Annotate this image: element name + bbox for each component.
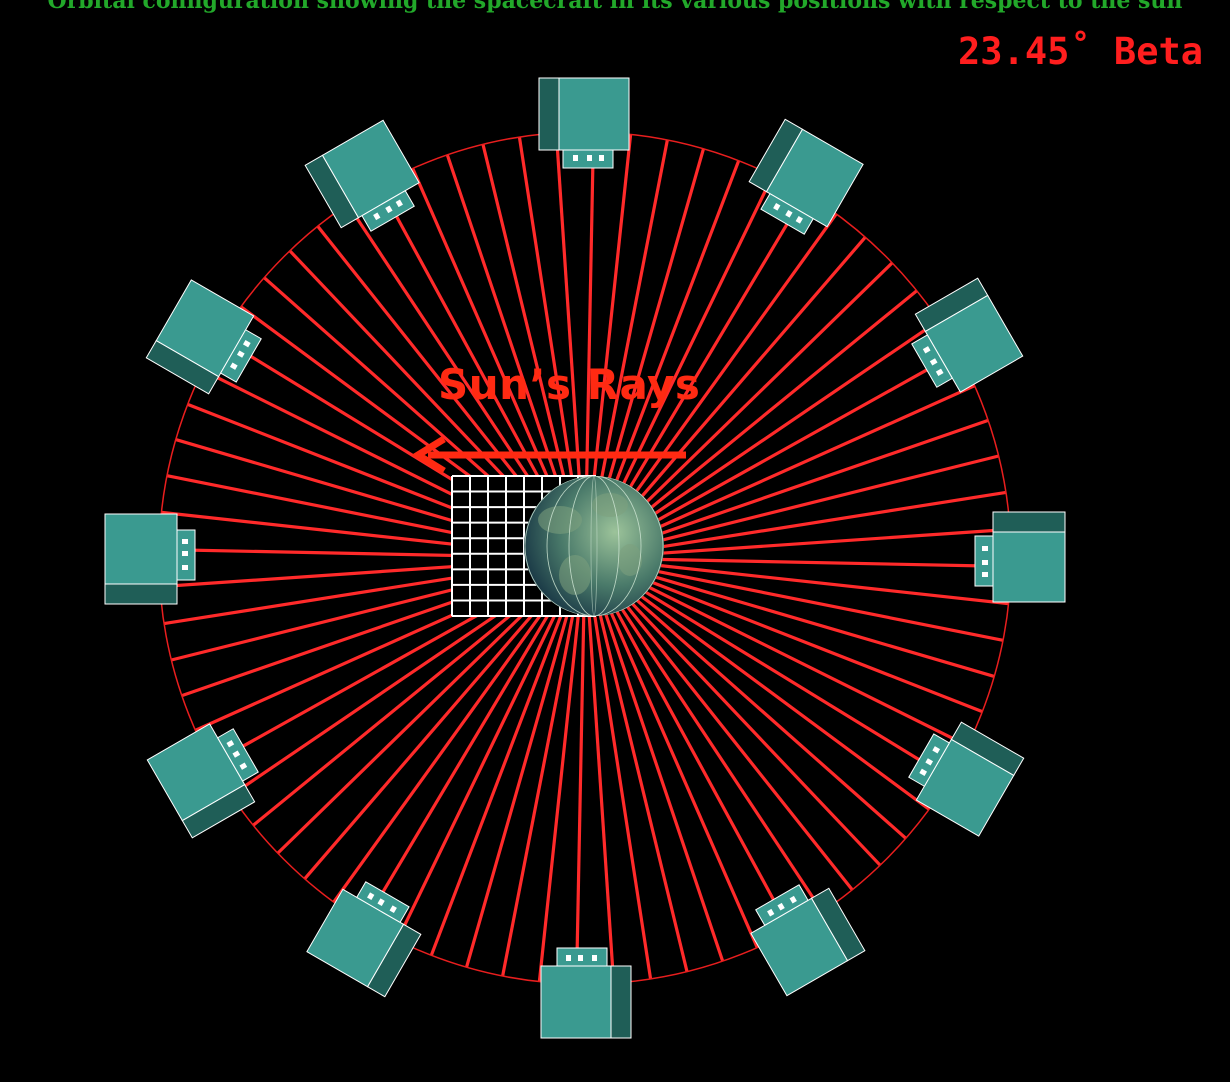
- spacecraft-icon: [540, 947, 632, 1039]
- spacecraft-icon: [145, 279, 262, 395]
- sun-ray-line: [597, 611, 689, 972]
- spacecraft-icon: [304, 119, 420, 232]
- sun-ray-line: [429, 608, 565, 956]
- sun-ray-line: [600, 148, 706, 506]
- sun-rays-arrow-icon: [411, 436, 686, 474]
- sun-ray-line: [276, 594, 543, 855]
- spacecraft-icon: [306, 881, 422, 998]
- sun-ray-line: [554, 132, 583, 504]
- sun-ray-line: [517, 136, 578, 504]
- sun-ray-line: [605, 160, 741, 508]
- sun-ray-line: [303, 598, 547, 880]
- sun-ray-line: [644, 490, 1007, 552]
- sun-ray-line: [641, 418, 989, 542]
- sun-ray-line: [629, 592, 907, 840]
- sun-ray-line: [363, 604, 556, 924]
- sun-ray-line: [617, 602, 824, 913]
- sun-ray-line: [630, 289, 918, 525]
- sun-ray-line: [623, 236, 867, 518]
- sun-ray-line: [574, 612, 586, 984]
- sun-ray-line: [592, 612, 653, 980]
- earth-meridian: [546, 476, 642, 616]
- sun-ray-line: [644, 562, 1009, 606]
- sun-ray-line: [619, 213, 838, 515]
- sun-ray-line: [621, 599, 854, 891]
- earth-icon: [524, 476, 664, 616]
- sun-ray-line: [636, 351, 959, 533]
- earth-meridian: [524, 476, 664, 616]
- spacecraft-group: [104, 77, 1066, 1039]
- sun-ray-line: [644, 557, 1011, 569]
- sun-ray-line: [627, 261, 894, 522]
- sun-ray-line: [378, 184, 558, 511]
- sun-ray-line: [639, 384, 976, 538]
- sun-ray-line: [642, 454, 999, 547]
- sun-ray-line: [640, 576, 983, 714]
- sun-ray-line: [607, 607, 759, 949]
- spacecraft-icon: [104, 513, 196, 605]
- top-caption: Orbital configuration showing the spacec…: [47, 0, 1183, 14]
- earth-land: [592, 493, 628, 517]
- earth-meridian: [568, 476, 620, 616]
- sun-ray-line: [612, 605, 792, 932]
- sun-ray-line: [332, 601, 551, 903]
- sun-ray-line: [288, 249, 545, 520]
- sun-ray-line: [464, 610, 570, 968]
- sun-ray-line: [644, 527, 1011, 556]
- sun-ray-line: [481, 144, 573, 505]
- sun-ray-line: [632, 589, 930, 811]
- sun-ray-line: [230, 587, 537, 797]
- spacecraft-icon: [908, 721, 1025, 837]
- sun-ray-line: [316, 225, 549, 517]
- sun-ray-line: [635, 585, 951, 780]
- sun-ray-line: [602, 609, 725, 962]
- sun-ray-line: [501, 611, 575, 977]
- sun-ray-line: [638, 580, 969, 748]
- spacecraft-icon: [974, 511, 1066, 603]
- sun-rays-label: Sun’s Rays: [438, 360, 701, 409]
- sun-ray-line: [346, 203, 553, 514]
- spacecraft-icon: [538, 77, 630, 169]
- sun-ray-line: [589, 134, 633, 504]
- earth-land: [559, 555, 591, 595]
- spacecraft-icon: [146, 723, 259, 839]
- sun-ray-line: [537, 612, 581, 982]
- sun-ray-line: [625, 596, 882, 867]
- sun-ray-line: [642, 571, 995, 678]
- spacecraft-icon: [911, 277, 1024, 393]
- sun-ray-line: [445, 154, 568, 507]
- spacecraft-icon: [748, 118, 864, 235]
- sun-ray-line: [411, 167, 563, 509]
- sun-ray-line: [395, 606, 561, 942]
- sun-ray-line: [643, 567, 1004, 642]
- earth-land: [538, 506, 582, 534]
- earth-meridian: [590, 476, 598, 616]
- earth-land: [618, 544, 642, 576]
- sun-ray-line: [584, 132, 596, 504]
- sun-ray-line: [252, 591, 540, 827]
- beta-angle-label: 23.45˚ Beta: [958, 30, 1204, 73]
- sun-ray-line: [587, 612, 616, 984]
- spacecraft-icon: [750, 884, 866, 997]
- sun-ray-line: [633, 319, 940, 529]
- sun-ray-line: [595, 139, 669, 505]
